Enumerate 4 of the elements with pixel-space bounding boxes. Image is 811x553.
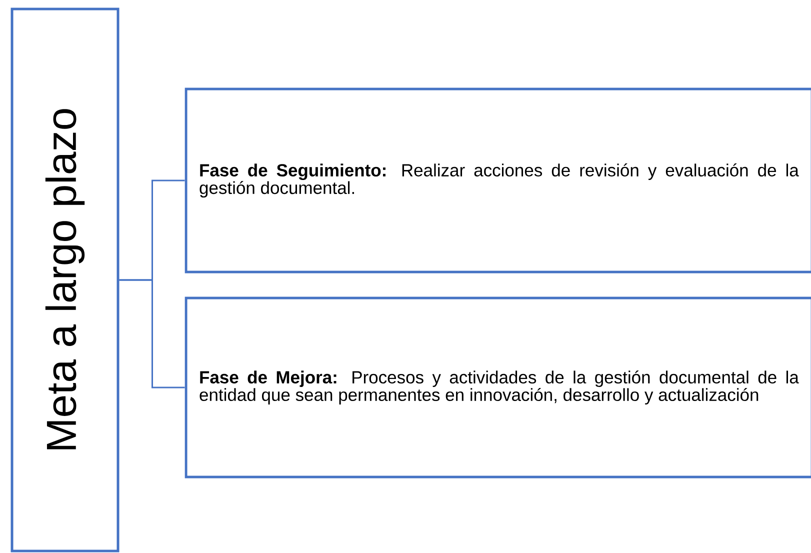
phase-box: Fase de Seguimiento: Realizar acciones de revisión y evaluación de la gestión documental.	[184, 88, 811, 274]
connector-line	[119, 279, 185, 388]
phase-box: Fase de Mejora: Procesos y actividades de la gestión documental de la entidad que sean permanentes en innovación, desarrollo y actualización	[184, 296, 811, 478]
vertical-title-box: Meta a largo plazo	[10, 8, 120, 552]
